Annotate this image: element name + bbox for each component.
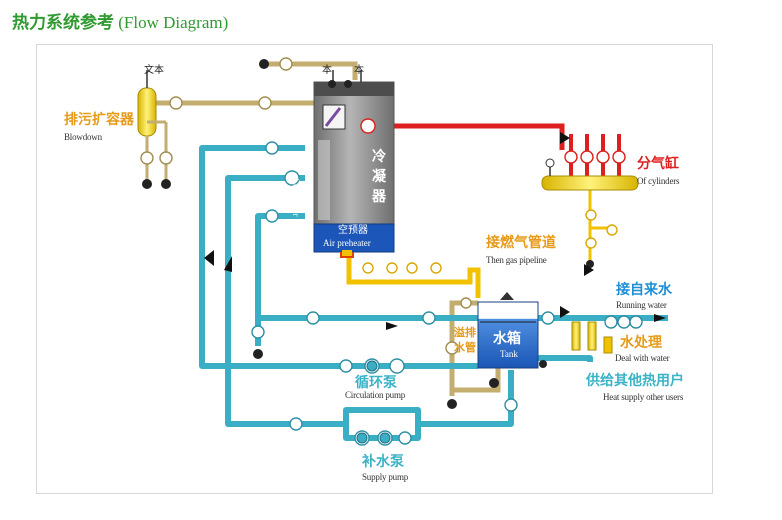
running-water-label-en: Running water [616,300,667,310]
overflow-label-cn-1: 溢排 [454,326,476,339]
top-drain-pipe [264,61,358,80]
condenser-label-en: Condenser [291,178,301,217]
tank-label-cn: 水箱 [493,331,521,347]
water-treatment-label-en: Deal with water [615,353,670,363]
check-valves [204,132,666,330]
water-pipes [199,145,668,441]
water-tank [477,292,539,369]
valve-glyph-boiler-left: 本 [322,65,332,76]
valve-glyph-left: 文本 [144,65,164,76]
pumps [356,360,391,444]
condenser-label-cn-3: 器 [372,189,386,205]
blowdown-label-cn: 排污扩容器 [64,112,134,128]
valve-glyph-boiler-right: 本 [354,65,364,76]
tank-label-en: Tank [500,349,518,359]
pump-return [418,370,514,427]
title-cn: 热力系统参考 [12,13,114,32]
boiler-stems [332,70,362,82]
circulation-pump-label-en: Circulation pump [345,390,406,400]
steam-cylinder [541,158,639,191]
cylinder-outlets [569,134,621,180]
water-pipe-inner [255,213,478,321]
gas-pipeline-label-en: Then gas pipeline [486,255,547,265]
gas-pipe [346,250,481,298]
supply-pump-label-en: Supply pump [362,472,409,482]
boiler [313,81,395,258]
terminals [253,59,594,409]
cylinders-label-cn: 分气缸 [637,156,679,172]
gas-pipeline-label-cn: 接燃气管道 [486,235,556,251]
water-pipe-outer [199,145,360,369]
circulation-pump-label-cn: 循环泵 [355,375,397,391]
supply-loop-top [343,407,421,441]
air-preheater-label-en: Air preheater [323,238,371,248]
tank-to-users [538,355,593,362]
heat-supply-label-en: Heat supply other users [603,392,684,402]
cylinder-drain [588,186,610,262]
page-title: 热力系统参考 (Flow Diagram) [12,8,228,33]
blowdown-tank [137,70,171,189]
title-en: (Flow Diagram) [118,13,229,32]
heat-supply-label-cn: 供给其他热用户 [586,373,684,389]
condenser-label-cn-2: 凝 [372,169,386,185]
condenser-label-cn-1: 冷 [372,149,386,165]
air-preheater-label-cn: 空预器 [338,225,368,236]
water-treatment-label-cn: 水处理 [620,335,662,351]
blowdown-label-en: Blowdown [64,132,102,142]
water-treatment [571,321,613,354]
running-water-label-cn: 接自来水 [616,282,672,298]
supply-pump-label-cn: 补水泵 [362,454,404,470]
cylinders-label-en: Of cylinders [637,176,680,186]
overflow-label-cn-2: 水管 [454,341,476,354]
water-pipe-middle [225,175,346,427]
